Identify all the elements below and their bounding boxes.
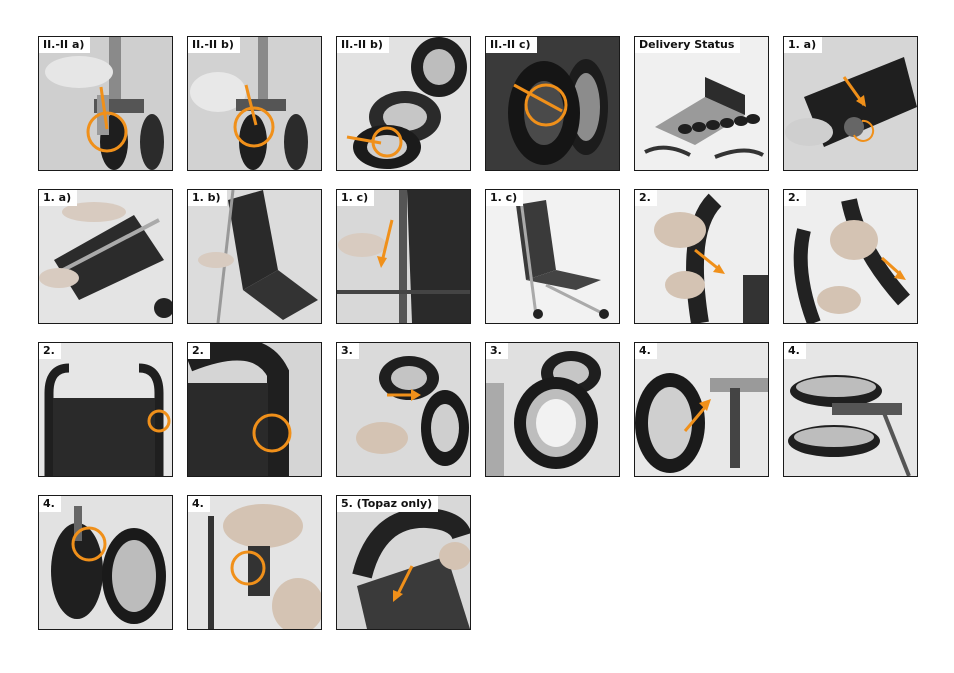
panel-label: 1. b) — [188, 190, 227, 206]
panel-label: 4. — [188, 496, 210, 512]
panel-label: 2. — [39, 343, 61, 359]
instruction-panel-21: 5. (Topaz only) — [336, 495, 471, 630]
instruction-panel-3: II.-II b) — [336, 36, 471, 171]
instruction-panel-17: 4. — [634, 342, 769, 477]
panel-label: Delivery Status — [635, 37, 741, 53]
stroller-side-illustration — [486, 190, 619, 323]
instruction-panel-13: 2. — [38, 342, 173, 477]
panel-label: 5. (Topaz only) — [337, 496, 439, 512]
panel-label: 1. c) — [486, 190, 524, 206]
parts-flat-illustration — [635, 37, 768, 170]
panel-label: 1. c) — [337, 190, 375, 206]
panel-label: 1. a) — [784, 37, 823, 53]
panel-label: II.-II c) — [486, 37, 537, 53]
instruction-panel-14: 2. — [187, 342, 322, 477]
instruction-panel-16: 3. — [485, 342, 620, 477]
panel-label: 3. — [337, 343, 359, 359]
bumper-bar-illustration — [337, 496, 470, 629]
instruction-panel-12: 2. — [783, 189, 918, 324]
panel-label: 2. — [635, 190, 657, 206]
instruction-panel-11: 2. — [634, 189, 769, 324]
wheel-spray-illustration — [188, 37, 321, 170]
instruction-panel-6: 1. a) — [783, 36, 918, 171]
instruction-panel-7: 1. a) — [38, 189, 173, 324]
wheel-front-illustration — [39, 496, 172, 629]
panel-label: 2. — [784, 190, 806, 206]
handle-grip-illustration — [784, 190, 917, 323]
instruction-panel-2: II.-II b) — [187, 36, 322, 171]
seat-frame-illustration — [188, 190, 321, 323]
instruction-panel-8: 1. b) — [187, 189, 322, 324]
panel-label: 1. a) — [39, 190, 78, 206]
panel-label: 4. — [635, 343, 657, 359]
brake-hand-illustration — [188, 496, 321, 629]
axle-arrow-illustration — [635, 343, 768, 476]
wheels-angled-illustration — [337, 37, 470, 170]
panel-label: II.-II b) — [337, 37, 389, 53]
instruction-panel-4: II.-II c) — [485, 36, 620, 171]
panel-label: 2. — [188, 343, 210, 359]
instruction-panel-20: 4. — [187, 495, 322, 630]
wheel-spray-illustration — [39, 37, 172, 170]
instruction-panel-1: II.-II a) — [38, 36, 173, 171]
wheel-close-illustration — [486, 37, 619, 170]
handle-close-illustration — [188, 343, 321, 476]
seat-back-illustration — [39, 343, 172, 476]
frame-lock-illustration — [337, 190, 470, 323]
fold-dark-illustration — [784, 37, 917, 170]
wheel-pair-illustration — [486, 343, 619, 476]
instruction-panel-15: 3. — [336, 342, 471, 477]
panel-label: II.-II b) — [188, 37, 240, 53]
instruction-panel-18: 4. — [783, 342, 918, 477]
panel-label: 4. — [784, 343, 806, 359]
wheel-insert-illustration — [337, 343, 470, 476]
panel-label: II.-II a) — [39, 37, 91, 53]
instruction-panel-5: Delivery Status — [634, 36, 769, 171]
wheels-stack-illustration — [784, 343, 917, 476]
instruction-panel-10: 1. c) — [485, 189, 620, 324]
unfold-hands-illustration — [39, 190, 172, 323]
panel-label: 4. — [39, 496, 61, 512]
instruction-panel-19: 4. — [38, 495, 173, 630]
panel-label: 3. — [486, 343, 508, 359]
instruction-panel-9: 1. c) — [336, 189, 471, 324]
handle-grip-illustration — [635, 190, 768, 323]
